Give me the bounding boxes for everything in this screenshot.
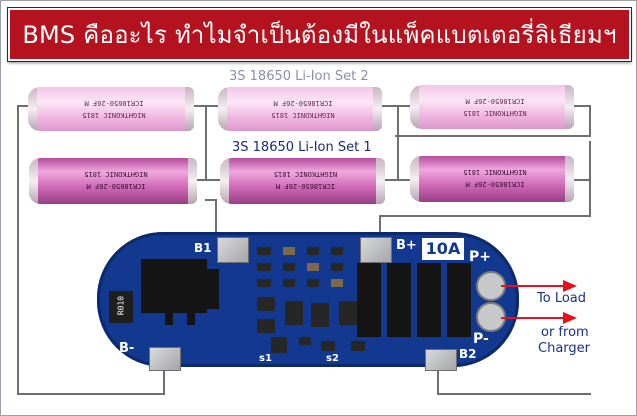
smd-component bbox=[321, 341, 335, 351]
smd-component bbox=[331, 247, 343, 255]
smd-capacitor bbox=[283, 247, 295, 255]
mosfet-tab bbox=[205, 269, 219, 309]
smd-component bbox=[257, 319, 275, 333]
p-minus-label: P- bbox=[473, 331, 489, 347]
title-banner: BMS คืออะไร ทำไมจำเป็นต้องมีในแพ็คแบตเตอ… bbox=[7, 7, 632, 62]
battery-cell: NIGHTKONIC 1815 ICR18650-26F M bbox=[29, 158, 197, 204]
wire-set2-left bbox=[17, 105, 29, 107]
mosfet-chip bbox=[357, 263, 381, 337]
wire-mid-left-vertical bbox=[205, 105, 207, 181]
charger-label: Charger bbox=[538, 341, 590, 356]
sense-resistor bbox=[109, 291, 133, 323]
pad-b1-label: B1 bbox=[194, 241, 212, 255]
smd-component bbox=[339, 301, 357, 325]
wire-bplus-down bbox=[379, 215, 381, 241]
wire-mid-right-vertical bbox=[397, 105, 399, 181]
wire-bminus-down bbox=[163, 363, 165, 395]
wire-right-vertical-down bbox=[589, 141, 591, 217]
smd-component bbox=[257, 279, 271, 287]
wire-set1-right bbox=[573, 179, 591, 181]
mosfet-pins bbox=[187, 311, 195, 325]
wire-right-vertical-top bbox=[589, 105, 591, 135]
smd-component bbox=[257, 297, 275, 311]
smd-component bbox=[283, 279, 295, 287]
arrow-to-load-line bbox=[501, 285, 565, 287]
mosfet-pins bbox=[165, 311, 173, 325]
pad-bminus bbox=[149, 347, 181, 371]
pad-b2 bbox=[425, 349, 457, 371]
wire-b1-down bbox=[215, 199, 217, 243]
smd-component bbox=[285, 301, 303, 325]
set1-label: 3S 18650 Li-Ion Set 1 bbox=[232, 140, 372, 155]
wire-b2-down bbox=[437, 351, 439, 395]
smd-component bbox=[299, 337, 311, 345]
pad-bminus-label: B- bbox=[119, 341, 135, 356]
arrow-from-charger-head bbox=[563, 312, 577, 324]
arrow-from-charger-line bbox=[501, 317, 565, 319]
wire-right-bottom bbox=[437, 393, 591, 395]
to-load-label: To Load bbox=[537, 291, 587, 306]
smd-component bbox=[311, 303, 329, 327]
pad-bplus bbox=[360, 237, 392, 263]
battery-cell: ICR18650-26F M NIGHTKONIC 1815 bbox=[218, 87, 382, 131]
wire-set2-right bbox=[573, 105, 591, 107]
p-plus-label: P+ bbox=[469, 249, 491, 265]
wire-b1-link bbox=[205, 199, 217, 201]
set2-label: 3S 18650 Li-Ion Set 2 bbox=[229, 69, 369, 84]
wire-to-bplus bbox=[379, 215, 591, 217]
wire-set1-link-1 bbox=[196, 179, 221, 181]
wire-right-cross bbox=[395, 135, 591, 137]
battery-cell: NIGHTKONIC 1815 ICR18650-26F M bbox=[220, 158, 385, 204]
or-from-label: or from bbox=[541, 325, 589, 340]
smd-component bbox=[283, 263, 295, 271]
mosfet-chip bbox=[447, 263, 471, 337]
mosfet-chip bbox=[417, 263, 441, 337]
smd-component bbox=[331, 263, 343, 271]
smd-component bbox=[271, 337, 287, 353]
battery-cell: ICR18650-26F M NIGHTKONIC 1815 bbox=[410, 85, 574, 129]
page-title: BMS คืออะไร ทำไมจำเป็นต้องมีในแพ็คแบตเตอ… bbox=[22, 21, 617, 49]
pad-bplus-label: B+ bbox=[396, 238, 417, 253]
smd-capacitor bbox=[307, 263, 319, 271]
mosfet-chip bbox=[387, 263, 411, 337]
sense-resistor-label: R010 bbox=[116, 295, 126, 316]
smd-component bbox=[307, 279, 319, 287]
smd-capacitor bbox=[331, 279, 343, 287]
mark-s1: s1 bbox=[259, 353, 272, 364]
arrow-to-load-head bbox=[563, 280, 577, 292]
wire-left-vertical bbox=[17, 105, 19, 395]
battery-cell: ICR18650-26F M NIGHTKONIC 1815 bbox=[28, 87, 194, 131]
mosfet-chip bbox=[141, 259, 207, 313]
battery-cell: NIGHTKONIC 1815 ICR18650-26F M bbox=[410, 156, 574, 202]
wire-set2-link-2 bbox=[381, 105, 411, 107]
pad-b2-label: B2 bbox=[459, 347, 477, 361]
smd-component bbox=[257, 247, 271, 255]
mark-s2: s2 bbox=[326, 353, 339, 364]
pad-b1 bbox=[217, 237, 249, 263]
smd-component bbox=[351, 341, 365, 351]
smd-component bbox=[307, 247, 319, 255]
wire-left-bottom bbox=[17, 393, 165, 395]
current-rating: 10A bbox=[422, 238, 464, 260]
smd-component bbox=[257, 263, 271, 271]
